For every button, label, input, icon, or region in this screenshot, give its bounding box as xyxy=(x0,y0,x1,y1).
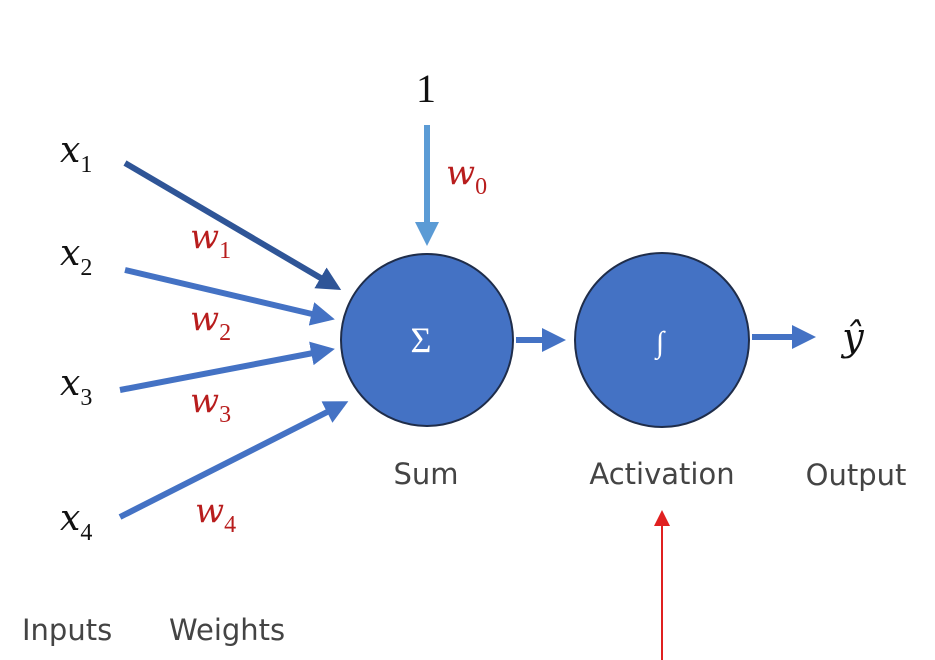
weight-w3-label: w3 xyxy=(190,381,231,428)
input-x1-label: x1 xyxy=(60,130,92,178)
input-x3-label: x3 xyxy=(60,363,92,411)
input-x2-arrow xyxy=(124,267,335,326)
input-x1-arrow xyxy=(123,160,342,291)
output-label: Output xyxy=(806,458,907,492)
bias-value: 1 xyxy=(416,66,436,111)
bias-weight-label: w0 xyxy=(446,153,487,200)
activation-node xyxy=(574,252,750,428)
weights-column-label: Weights xyxy=(169,613,285,647)
input-x4-arrow xyxy=(118,401,349,520)
weight-w4-label: w4 xyxy=(195,491,236,538)
weight-w1-label: w1 xyxy=(190,217,231,264)
sum-label: Sum xyxy=(393,457,458,491)
input-x2-label: x2 xyxy=(60,233,92,281)
inputs-column-label: Inputs xyxy=(22,613,112,647)
activation-label: Activation xyxy=(589,457,734,491)
sum-symbol: Σ xyxy=(411,320,432,360)
sum-node xyxy=(340,253,514,427)
output-symbol: ŷ xyxy=(840,315,864,359)
activation-symbol: ∫ xyxy=(654,326,666,361)
input-x3-arrow xyxy=(119,341,335,393)
input-x4-label: x4 xyxy=(60,498,92,546)
weight-w2-label: w2 xyxy=(190,299,231,346)
